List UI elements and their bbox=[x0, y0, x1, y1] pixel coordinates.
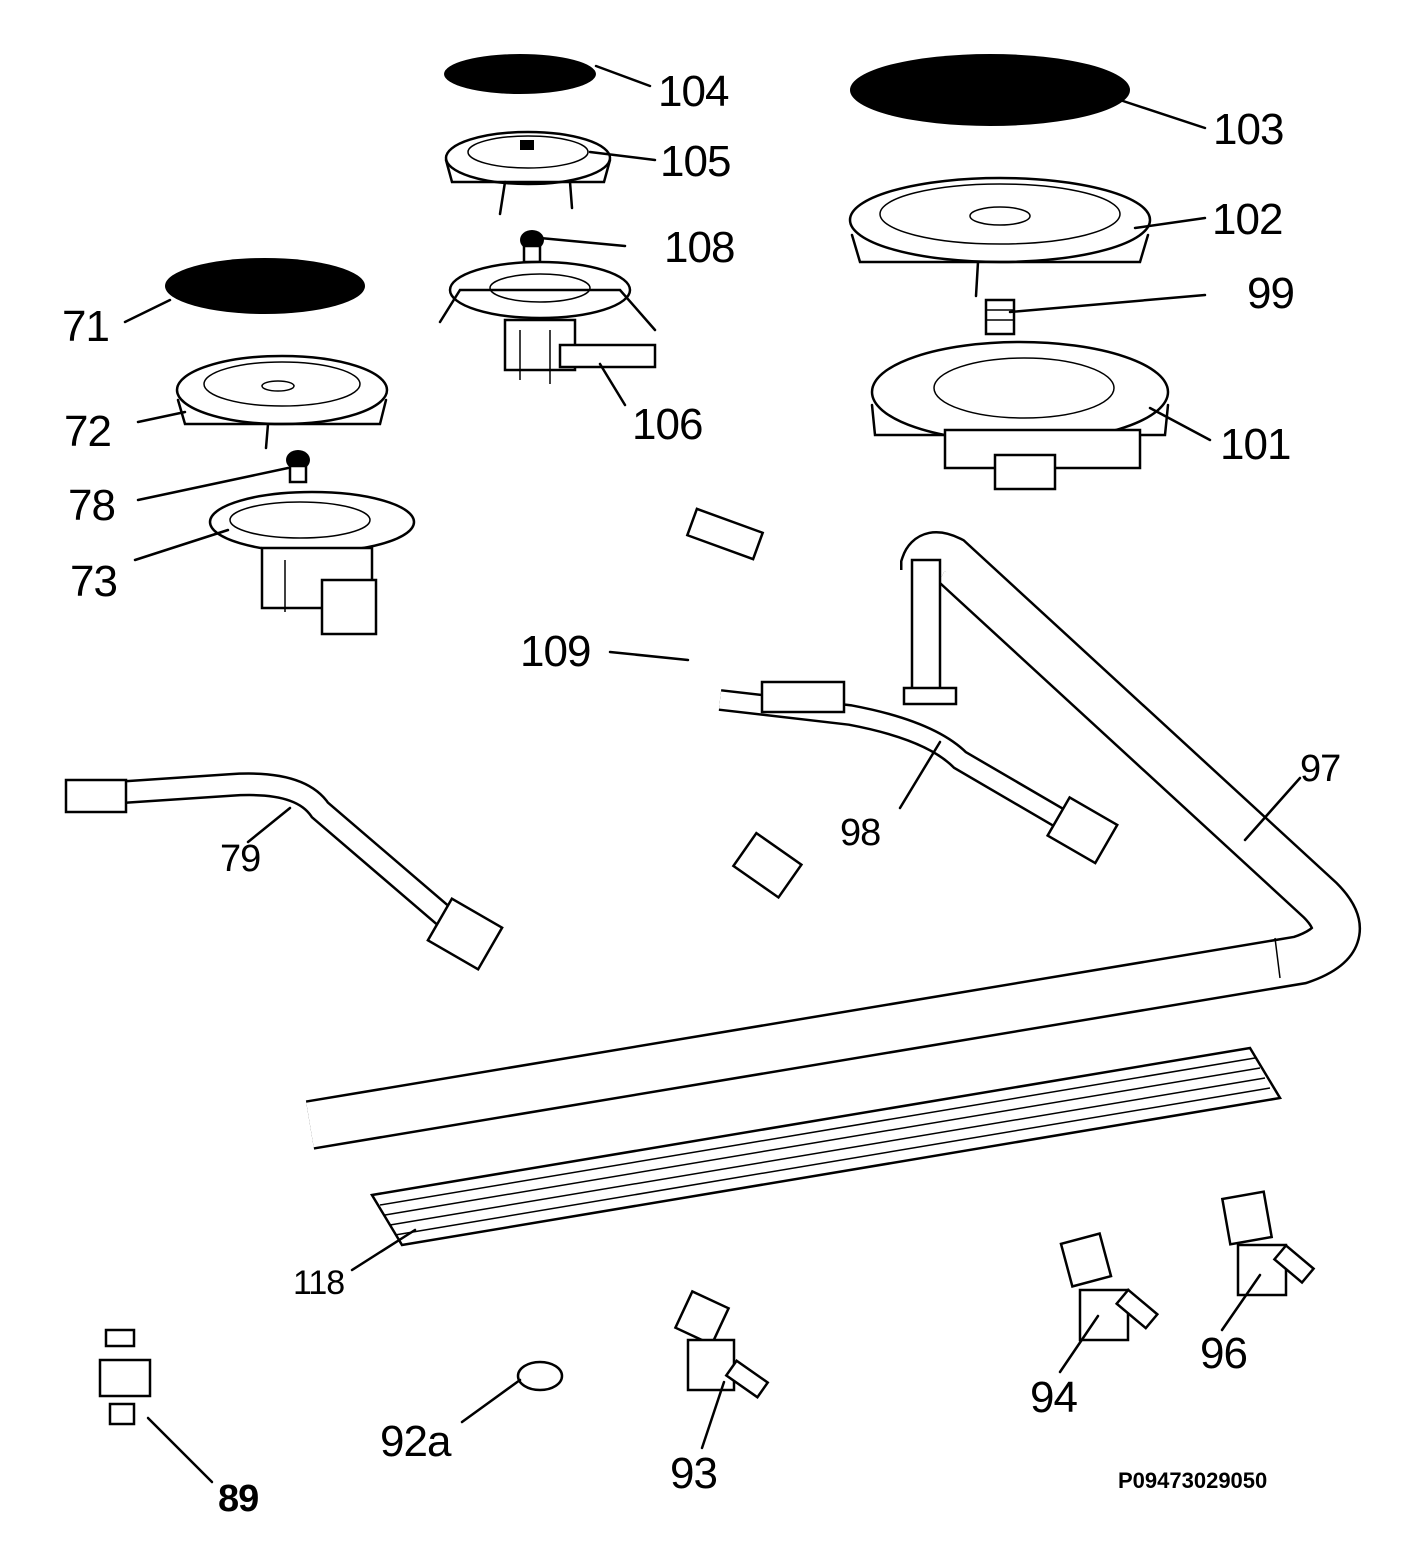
part-89-clip bbox=[98, 1328, 152, 1426]
part-94-valve bbox=[1059, 1232, 1160, 1342]
callout-104: 104 bbox=[658, 67, 729, 116]
part-118-bracket bbox=[369, 1046, 1283, 1247]
callout-71: 71 bbox=[62, 302, 110, 351]
part-71-burner-cap bbox=[165, 258, 365, 314]
part-92a-washer bbox=[516, 1360, 564, 1392]
callout-101: 101 bbox=[1220, 420, 1291, 469]
callout-109: 109 bbox=[520, 627, 591, 676]
callout-79: 79 bbox=[220, 838, 261, 880]
leader-lines bbox=[123, 64, 1302, 1484]
part-72-burner-crown bbox=[175, 354, 389, 450]
callout-73: 73 bbox=[70, 557, 118, 606]
part-98-gas-pipe bbox=[718, 680, 1119, 865]
callout-97: 97 bbox=[1300, 748, 1341, 790]
part-79-gas-pipe bbox=[64, 772, 504, 971]
callout-94: 94 bbox=[1030, 1373, 1078, 1422]
callout-78: 78 bbox=[68, 481, 116, 530]
callout-89: 89 bbox=[218, 1478, 259, 1520]
part-99-injector bbox=[984, 298, 1016, 336]
reference-code: P09473029050 bbox=[1118, 1468, 1268, 1493]
part-73-burner-body bbox=[208, 490, 416, 636]
callout-92a: 92a bbox=[380, 1417, 451, 1466]
part-105-burner-crown bbox=[444, 130, 612, 216]
callout-102: 102 bbox=[1212, 195, 1283, 244]
callout-118: 118 bbox=[293, 1264, 345, 1302]
part-101-burner-body bbox=[870, 340, 1170, 491]
callout-72: 72 bbox=[64, 407, 112, 456]
part-93-valve bbox=[673, 1289, 770, 1400]
callout-108: 108 bbox=[664, 223, 735, 272]
part-106-burner-body bbox=[438, 260, 657, 384]
part-97-main-gas-pipe bbox=[305, 531, 1361, 1150]
callout-93: 93 bbox=[670, 1449, 718, 1498]
callout-96: 96 bbox=[1200, 1329, 1248, 1378]
callout-99: 99 bbox=[1247, 269, 1295, 318]
part-103-burner-cap bbox=[850, 54, 1130, 126]
part-104-burner-cap bbox=[444, 54, 596, 94]
callout-103: 103 bbox=[1213, 105, 1284, 154]
part-109-gas-pipe bbox=[607, 507, 830, 900]
part-108-injector bbox=[520, 230, 544, 264]
part-78-injector bbox=[286, 450, 310, 484]
callout-106: 106 bbox=[632, 400, 703, 449]
callout-105: 105 bbox=[660, 137, 731, 186]
part-96-valve bbox=[1220, 1190, 1316, 1297]
part-102-burner-crown bbox=[848, 176, 1152, 298]
callout-98: 98 bbox=[840, 812, 881, 854]
